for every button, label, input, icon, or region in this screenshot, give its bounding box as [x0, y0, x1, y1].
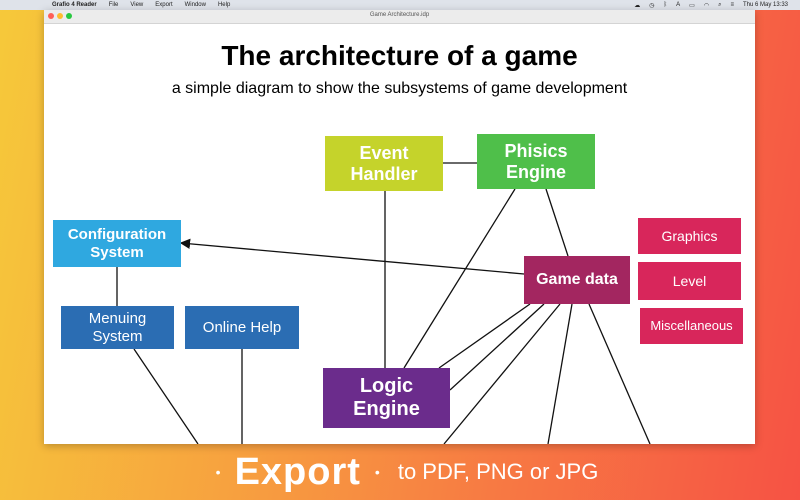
node-configuration-system[interactable]: Configuration System	[53, 220, 181, 267]
status-cloud-icon[interactable]: ☁	[634, 2, 641, 9]
node-level[interactable]: Level	[638, 262, 741, 300]
window-title: Game Architecture.idp	[369, 12, 430, 18]
node-graphics[interactable]: Graphics	[638, 218, 741, 254]
node-logic-engine[interactable]: Logic Engine	[323, 368, 450, 428]
link-gamedata-down-1	[443, 303, 561, 444]
caption-bullet-1: •	[215, 464, 221, 480]
menu-window[interactable]: Window	[184, 2, 206, 8]
node-online-help[interactable]: Online Help	[185, 306, 299, 349]
minimize-window-button[interactable]	[57, 13, 63, 19]
diagram-title: The architecture of a game	[221, 40, 578, 71]
promo-caption: • Export • to PDF, PNG or JPG	[0, 444, 800, 500]
menu-app-name[interactable]: Grafio 4 Reader	[52, 2, 97, 8]
link-gamedata-logic-a	[438, 303, 531, 369]
link-gamedata-config	[179, 238, 525, 275]
zoom-window-button[interactable]	[66, 13, 72, 19]
menu-help[interactable]: Help	[217, 2, 231, 8]
link-phisics-gamedata	[545, 188, 569, 257]
node-menuing-system[interactable]: Menuing System	[61, 306, 174, 349]
status-time-machine-icon[interactable]: ◷	[649, 2, 655, 9]
node-miscellaneous[interactable]: Miscellaneous	[640, 308, 743, 344]
caption-formats: to PDF, PNG or JPG	[397, 459, 599, 484]
window-titlebar[interactable]: Game Architecture.idp	[44, 10, 755, 24]
bluetooth-icon[interactable]: ᛒ	[663, 2, 668, 8]
caption-bullet-2: •	[374, 464, 380, 480]
link-gamedata-down-3	[588, 303, 651, 444]
document-window: Game Architecture.idp The architecture o…	[44, 10, 755, 444]
control-center-icon[interactable]: ≡	[730, 2, 734, 8]
menu-bar: Grafio 4 Reader File View Export Window …	[0, 0, 800, 10]
link-gamedata-logic-b	[449, 303, 545, 391]
link-phisics-logic	[403, 188, 516, 369]
diagram-subtitle: a simple diagram to show the subsystems …	[171, 80, 628, 97]
close-window-button[interactable]	[48, 13, 54, 19]
node-event-handler[interactable]: Event Handler	[325, 136, 443, 191]
menu-file[interactable]: File	[108, 2, 119, 8]
diagram-connectors	[116, 162, 651, 444]
caption-export: Export	[234, 450, 361, 493]
menu-export[interactable]: Export	[155, 2, 173, 8]
link-gamedata-down-2	[547, 303, 573, 444]
search-icon[interactable]: ⌕	[718, 1, 722, 8]
menu-view[interactable]: View	[130, 2, 144, 8]
node-game-data[interactable]: Game data	[524, 256, 630, 304]
menubar-clock[interactable]: Thu 6 May 13:33	[742, 2, 788, 8]
input-source-icon[interactable]: A	[676, 2, 681, 8]
battery-icon[interactable]: ▭	[689, 2, 695, 9]
wifi-icon[interactable]: ◠	[703, 2, 710, 9]
node-phisics-engine[interactable]: Phisics Engine	[477, 134, 595, 189]
link-menu-down	[133, 348, 199, 444]
